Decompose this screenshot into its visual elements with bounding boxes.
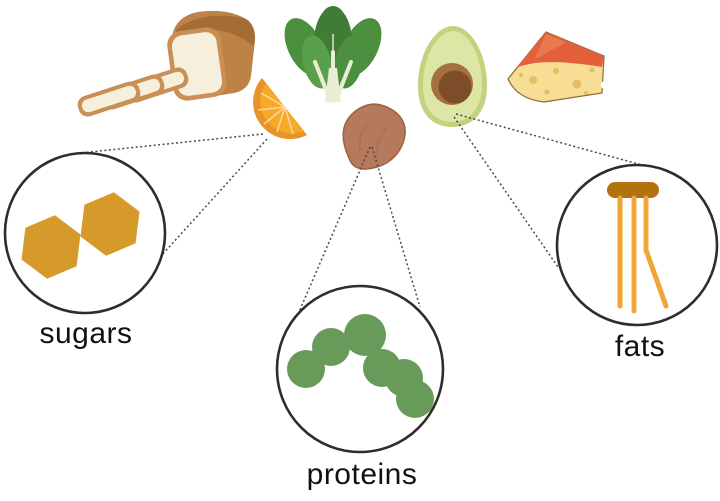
spinach-icon <box>284 6 382 103</box>
cheese-rind-highlight <box>534 34 566 60</box>
connector-almond-to-proteins-left <box>298 146 371 313</box>
connector-almond-to-proteins-right <box>371 146 421 308</box>
cheese-icon <box>507 31 608 103</box>
avocado-icon <box>418 26 487 127</box>
connector-avocado-to-fats-top <box>455 113 643 166</box>
connector-avocado-to-fats-side <box>453 116 559 268</box>
fat-triglyceride-icon <box>607 182 669 314</box>
bread-icon <box>77 10 256 117</box>
bread-slice <box>77 81 141 117</box>
almond-icon <box>342 103 406 170</box>
orange-slice-icon <box>253 78 307 140</box>
connector-orange-to-sugars-side <box>160 138 268 257</box>
sugars-label: sugars <box>39 317 133 350</box>
fat-tails <box>617 195 669 314</box>
sugar-hexagon-left <box>21 215 81 279</box>
fat-glycerol-head <box>607 182 659 198</box>
orange-segments <box>257 92 294 135</box>
connector-orange-to-sugars-top <box>79 133 264 154</box>
cheese-notch <box>600 81 608 89</box>
bread-loaf-face <box>167 27 227 101</box>
fats-circle <box>555 163 719 327</box>
avocado-pit-shade <box>438 70 472 104</box>
cheese-rind <box>516 32 604 68</box>
proteins-label: proteins <box>306 458 418 491</box>
sugar-hexagons-icon <box>21 192 140 279</box>
protein-bead-chain-icon <box>287 314 434 418</box>
bread-loaf-top <box>176 15 255 46</box>
fats-label: fats <box>614 330 666 363</box>
cheese-holes <box>519 67 595 95</box>
sugar-hexagon-right <box>80 192 140 256</box>
